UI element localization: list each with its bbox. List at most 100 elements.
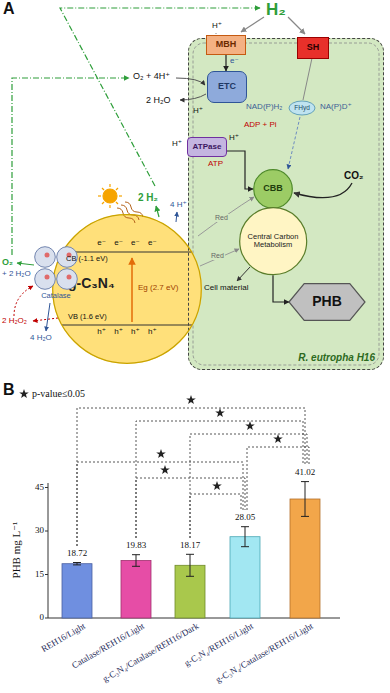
axis-tick-label: 0 (40, 613, 45, 623)
annotation-label: 2 H₂O (146, 96, 171, 106)
chart-text: PHB mg L⁻¹ (10, 522, 22, 579)
annotation-label: H₂ (266, 1, 286, 20)
annotation-label: CB (-1.1 eV) (66, 255, 108, 263)
water-out-arrow (46, 303, 50, 331)
cell-boundary-label: R. eutropha H16 (298, 352, 375, 363)
sun-icon (98, 184, 122, 208)
biomass-arrow (237, 267, 250, 281)
annotation-label: Eg (2.7 eV) (138, 284, 178, 293)
cbb-cycle-shape (254, 170, 293, 209)
oxygen-out-arrow (17, 263, 34, 265)
bar (230, 537, 260, 618)
hydrogenase-box-label: MBH (216, 40, 237, 50)
annotation-label: CO₂ (344, 170, 363, 181)
error-bars (73, 482, 309, 577)
fhyd-oval (289, 101, 315, 115)
annotation-label: Red (214, 214, 229, 222)
photocatalyst-particle-shape (53, 215, 202, 364)
annotation-label: 4 H₂O (30, 334, 52, 343)
axis-tick-label: 30 (35, 526, 44, 536)
hydrogenase-box: SH (297, 37, 329, 59)
annotation-label: H⁺ (193, 107, 203, 116)
enzyme-subunit (35, 247, 56, 268)
annotation-label: e⁻ e⁻ e⁻ e⁻ (97, 239, 156, 248)
annotation-label: O₂ (2, 258, 13, 268)
significance-stars (156, 395, 283, 490)
band-gap-arrow (131, 258, 133, 322)
reducing-power-line (200, 249, 239, 266)
photocatalyst-particle: g-C₃N₄ (52, 214, 202, 364)
hydrogenase-box: MBH (206, 35, 246, 55)
annotation-label: NA(P)D⁺ (320, 103, 352, 112)
electron-transport-chain-label: ETC (218, 82, 236, 92)
atp-synthase: ATPase (187, 137, 227, 157)
phb-hexagon-shape (289, 284, 365, 321)
axis-tick-label: 15 (35, 570, 44, 580)
catalase-enzyme-label: Catalase (34, 292, 78, 300)
chart-text: 18.17 (180, 541, 200, 551)
annotation-label: h⁺ h⁺ h⁺ h⁺ (97, 328, 156, 337)
metabolism-circle: Central Carbon Metabolism (239, 207, 307, 275)
oxygen-reduction-arrow (176, 78, 205, 85)
hydrogenase-box-label: SH (307, 43, 320, 53)
phb-hexagon-label: PHB (312, 294, 342, 309)
cell-boundary: R. eutropha H16 MBH SH ETC ATPaseCBB Central … (188, 38, 384, 370)
annotation-label: ATP (208, 160, 223, 169)
annotation-label: B (3, 381, 15, 399)
conduction-band (62, 252, 192, 253)
annotation-label: NAD(P)H₂ (246, 103, 282, 112)
chart-axes (45, 483, 340, 618)
water-out-arrow (180, 94, 206, 100)
annotation-label: e⁻ (230, 57, 239, 66)
peroxide-to-catalase (14, 286, 33, 316)
axis-category-label: g-C₃N₄/Catalase/REH16/Dark (101, 622, 201, 685)
chart-text: 18.72 (67, 549, 87, 559)
legend-text: p-value≤0.05 (32, 388, 85, 399)
legend-star (19, 389, 29, 398)
cell-fill (188, 38, 384, 370)
h2-release-arrow (156, 206, 159, 217)
heme-group (67, 275, 72, 280)
bar (62, 564, 92, 618)
annotation-label: + 2 H₂O (2, 270, 31, 279)
electron-transport-chain: ETC (207, 71, 247, 103)
chart-text: 19.83 (126, 541, 146, 551)
enzyme-subunit (57, 269, 78, 290)
annotation-label: Cell material (204, 284, 248, 293)
proton-out-arrow (216, 33, 217, 34)
photocatalyst-fill (52, 214, 202, 364)
annotation-label: 2 H₂O₂ (2, 317, 27, 326)
heme-group (45, 253, 50, 258)
cbb-cycle: CBB (253, 169, 293, 209)
axis-category-label: g-C₃N₄/Catalase/REH16/Light (215, 622, 316, 686)
annotation-label: O₂ + 4H⁺ (133, 72, 170, 82)
connector-arrow (227, 151, 253, 189)
annotation-label: 2 H₂ (138, 192, 158, 203)
connector-arrow (225, 55, 226, 71)
peroxide-arrow (33, 318, 58, 321)
bar (121, 561, 151, 619)
annotation-label: H⁺ (229, 134, 239, 143)
metabolism-circle-label: Central Carbon Metabolism (247, 233, 299, 250)
significance-brackets (77, 408, 309, 546)
annotation-label: Red (210, 252, 225, 260)
axis-category-label: REH16/Light (40, 622, 87, 655)
light-beams (117, 202, 143, 223)
chart-text: 28.05 (235, 513, 255, 523)
annotation-label: H⁺ (172, 140, 182, 149)
annotation-label: ADP + Pi (244, 121, 277, 130)
heme-group (45, 275, 50, 280)
axis-tick-label: 45 (35, 483, 44, 493)
connector-arrow (273, 275, 289, 302)
chart-text: 41.02 (295, 468, 315, 478)
h2-uptake-arrow (241, 17, 264, 32)
annotation-label: FHyd (294, 104, 310, 111)
annotation-label: A (3, 0, 15, 18)
cell-membrane (193, 43, 379, 365)
valence-band (62, 325, 192, 326)
proton-arrow (176, 212, 177, 222)
metabolism-circle-shape (239, 207, 306, 274)
enzyme-subunit (35, 269, 56, 290)
h2-flow-line (60, 8, 260, 186)
nadh-to-cbb-line (288, 117, 300, 169)
